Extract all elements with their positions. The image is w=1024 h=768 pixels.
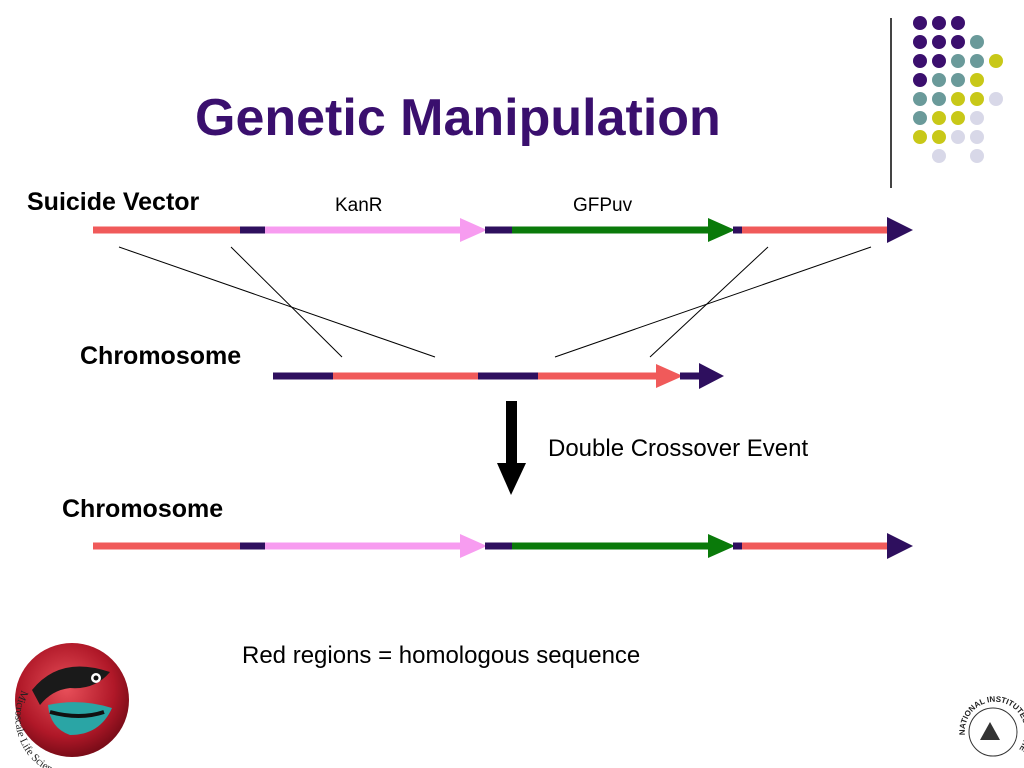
vector-end-arrowhead [887,217,913,243]
logo-eye-pupil [93,675,99,681]
decor-dot [989,54,1003,68]
decor-dot [951,16,965,30]
double-crossover-label: Double Crossover Event [548,435,809,462]
decor-dot [970,149,984,163]
decor-dot [951,35,965,49]
decor-dot [932,35,946,49]
decor-dot [951,54,965,68]
chromosome-after [93,533,913,559]
suicide-vector-label: Suicide Vector [27,188,200,216]
decor-dot [932,111,946,125]
suicide-vector-construct [93,217,913,243]
decor-dot [913,92,927,106]
decor-dot [951,111,965,125]
gfpuv-arrowhead [708,218,735,242]
crossover-line [649,246,769,358]
gfpuv-label: GFPuv [573,195,633,216]
decor-dot [989,92,1003,106]
mlsc-logo: Microscale Life Sciences Center [12,643,129,768]
down-arrow-head [497,463,526,495]
crossover-lines [118,246,872,358]
decor-dot [951,92,965,106]
chromosome-after-label: Chromosome [62,495,224,523]
title-divider [890,18,892,188]
decor-dot [932,92,946,106]
decor-dot [932,16,946,30]
down-arrow-shaft [506,401,517,465]
decor-dot [970,54,984,68]
chromosome-before [273,363,724,389]
decor-dot [951,73,965,87]
decor-dot [970,111,984,125]
decorative-dot-grid [913,16,1003,163]
decor-dot [913,111,927,125]
decor-dot [913,54,927,68]
decor-dot [913,35,927,49]
decor-dot [970,92,984,106]
decor-dot [932,73,946,87]
decor-dot [970,130,984,144]
decor-dot [932,130,946,144]
down-arrow-icon [497,401,526,495]
logo-fish-body [48,702,112,735]
decor-dot [951,130,965,144]
decor-dot [970,35,984,49]
chromosome-end-arrowhead [699,363,724,389]
logo-fish-head [32,666,110,705]
result-gfpuv-arrowhead [708,534,735,558]
decor-dot [932,149,946,163]
decor-dot [913,130,927,144]
slide-title: Genetic Manipulation [195,89,721,147]
decor-dot [913,73,927,87]
nih-seal-ring [968,707,1018,757]
result-kanr-arrowhead [460,534,487,558]
crossover-line [230,246,343,358]
crossover-line [554,246,872,358]
decor-dot [932,54,946,68]
crossover-line [118,246,436,358]
kanr-arrowhead [460,218,487,242]
decor-dot [970,73,984,87]
logo-fish-line [49,710,105,718]
decor-dot [913,16,927,30]
homologous-note: Red regions = homologous sequence [242,642,641,669]
nih-seal-mark [980,722,1000,740]
homology-arrowhead [656,364,683,388]
logo-circle [15,643,129,757]
result-end-arrowhead [887,533,913,559]
chromosome-before-label: Chromosome [80,342,242,370]
kanr-label: KanR [335,195,383,216]
